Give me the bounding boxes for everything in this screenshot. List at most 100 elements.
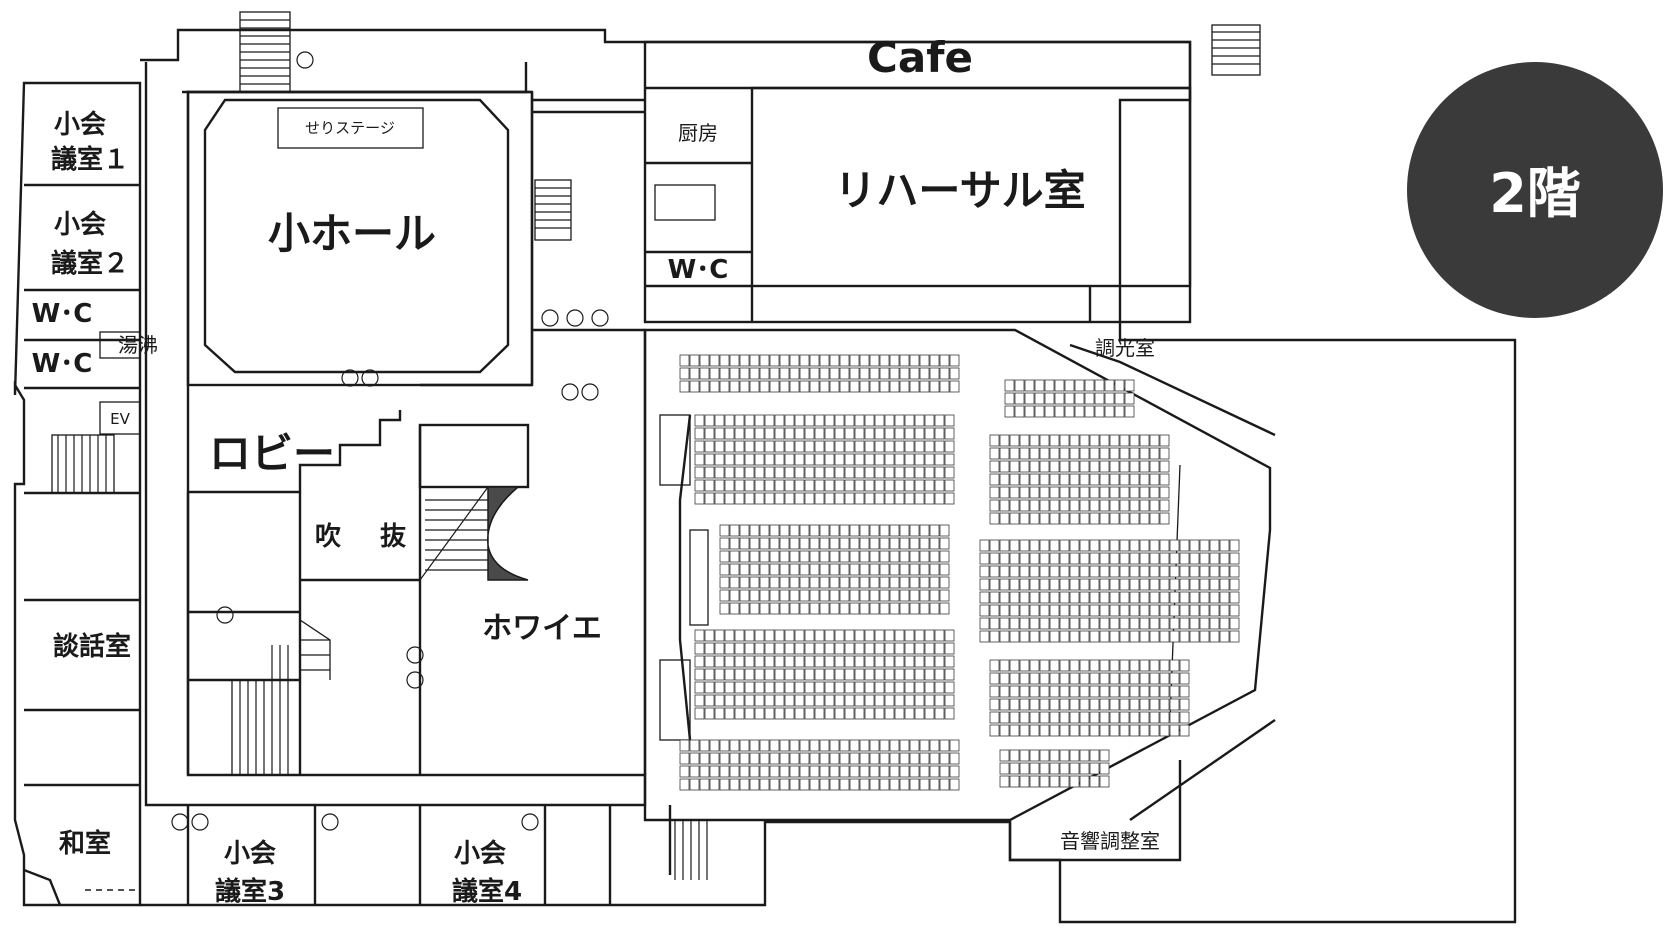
seat [1159, 659, 1170, 672]
seat [864, 629, 875, 642]
seat [739, 354, 750, 367]
seat [914, 479, 925, 492]
small-hall [186, 90, 645, 387]
seat [869, 576, 880, 589]
seat [1129, 659, 1140, 672]
seat [904, 440, 915, 453]
seat [769, 576, 780, 589]
seat [919, 380, 930, 393]
seat [814, 629, 825, 642]
seat [1059, 685, 1070, 698]
seat [904, 414, 915, 427]
seat [1009, 552, 1020, 565]
seat [904, 492, 915, 505]
seat [1089, 473, 1100, 486]
seat [1009, 591, 1020, 604]
seat [1079, 460, 1090, 473]
seat [719, 524, 730, 537]
seat [1119, 552, 1130, 565]
seat [1189, 591, 1200, 604]
seat [869, 354, 880, 367]
stair-top [239, 11, 291, 93]
seat [854, 668, 865, 681]
seat [924, 414, 935, 427]
seat [924, 694, 935, 707]
seat [869, 380, 880, 393]
seat [944, 642, 955, 655]
seat [1109, 698, 1120, 711]
seat [1089, 434, 1100, 447]
label-onkyo: 音響調整室 [1060, 829, 1160, 853]
seat [1079, 499, 1090, 512]
seat [814, 655, 825, 668]
seat [769, 765, 780, 778]
seat [1139, 552, 1150, 565]
seat [1089, 604, 1100, 617]
seat [819, 537, 830, 550]
seat [1159, 434, 1170, 447]
seat [1229, 539, 1240, 552]
seat [1089, 591, 1100, 604]
seat [934, 694, 945, 707]
seat [1119, 473, 1130, 486]
seat [1139, 499, 1150, 512]
seat [764, 694, 775, 707]
seat [734, 427, 745, 440]
seat [1089, 460, 1100, 473]
seat [899, 550, 910, 563]
seat [999, 604, 1010, 617]
seat [1099, 630, 1110, 643]
seat [884, 427, 895, 440]
seat [1169, 578, 1180, 591]
seat [694, 681, 705, 694]
seat [1089, 711, 1100, 724]
seat [1049, 762, 1060, 775]
seat [759, 589, 770, 602]
seat [1119, 565, 1130, 578]
seat [1039, 698, 1050, 711]
seat [714, 629, 725, 642]
seat [834, 453, 845, 466]
seat [1099, 775, 1110, 788]
seat [774, 427, 785, 440]
seat [1149, 473, 1160, 486]
seat [1159, 630, 1170, 643]
seat [884, 466, 895, 479]
seat [704, 642, 715, 655]
seat [1179, 591, 1190, 604]
seat [689, 778, 700, 791]
label-lobby: ロビー [209, 429, 335, 478]
seat [1179, 659, 1190, 672]
seat [1129, 460, 1140, 473]
seat [679, 752, 690, 765]
seat [919, 563, 930, 576]
seat [939, 765, 950, 778]
seat [949, 752, 960, 765]
seat [919, 778, 930, 791]
seat [874, 466, 885, 479]
seat [719, 589, 730, 602]
seat [929, 589, 940, 602]
seat [849, 589, 860, 602]
seat [1109, 672, 1120, 685]
label-meeting-1b: 議室１ [51, 144, 129, 175]
seat [1029, 591, 1040, 604]
seat [784, 655, 795, 668]
seat [724, 707, 735, 720]
seat [1109, 724, 1120, 737]
seat [749, 380, 760, 393]
seat [719, 778, 730, 791]
seat [739, 380, 750, 393]
seat [989, 659, 1000, 672]
seat [884, 681, 895, 694]
seat [1089, 762, 1100, 775]
seat [1079, 486, 1090, 499]
seat [1219, 604, 1230, 617]
seat [1104, 379, 1115, 392]
seat [859, 778, 870, 791]
seat [789, 602, 800, 615]
seat [1029, 539, 1040, 552]
seat [1079, 473, 1090, 486]
seat [924, 427, 935, 440]
seat [1059, 447, 1070, 460]
